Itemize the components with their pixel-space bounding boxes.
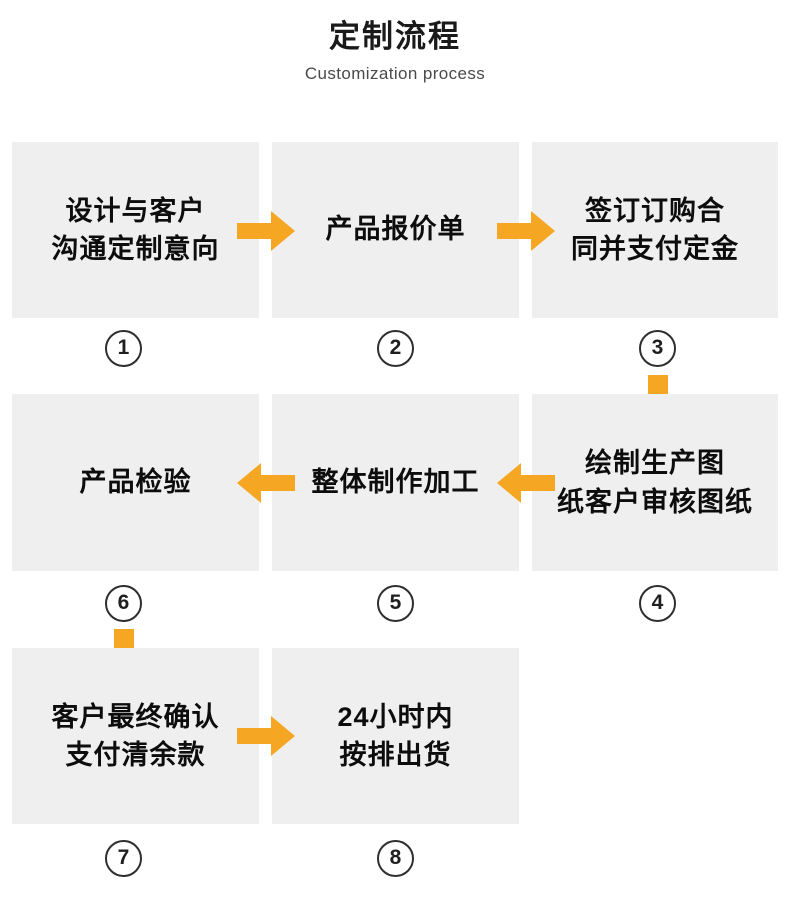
step-label-6: 产品检验 (79, 466, 192, 497)
step-number-1: 1 (105, 330, 142, 367)
arrow-right-step2-to-step3 (497, 211, 555, 251)
step-label-5: 整体制作加工 (311, 466, 480, 497)
step-number-5-value: 5 (389, 591, 402, 614)
step-number-2: 2 (377, 330, 414, 367)
step-label-4: 绘制生产图 纸客户审核图纸 (557, 448, 753, 517)
step-number-2-value: 2 (389, 336, 402, 359)
step-box-4[interactable]: 绘制生产图 纸客户审核图纸 (532, 394, 778, 571)
step-number-7-value: 7 (117, 846, 130, 869)
step-number-5: 5 (377, 585, 414, 622)
step-number-8: 8 (377, 840, 414, 877)
step-label-2: 产品报价单 (325, 214, 466, 245)
step-box-6[interactable]: 产品检验 (12, 394, 259, 571)
step-label-7: 客户最终确认 支付清余款 (51, 701, 220, 770)
step-number-7: 7 (105, 840, 142, 877)
step-label-8: 24小时内 按排出货 (337, 701, 454, 770)
step-number-4-value: 4 (651, 591, 664, 614)
step-label-3: 签订订购合 同并支付定金 (571, 195, 739, 264)
step-number-4: 4 (639, 585, 676, 622)
arrow-right-step7-to-step8 (237, 716, 295, 756)
step-label-1: 设计与客户 沟通定制意向 (51, 195, 220, 264)
step-box-1[interactable]: 设计与客户 沟通定制意向 (12, 142, 259, 318)
arrow-right-step1-to-step2 (237, 211, 295, 251)
step-box-7[interactable]: 客户最终确认 支付清余款 (12, 648, 259, 824)
step-number-3: 3 (639, 330, 676, 367)
step-number-1-value: 1 (117, 336, 130, 359)
step-box-8[interactable]: 24小时内 按排出货 (272, 648, 519, 824)
page-title: 定制流程 (329, 19, 461, 54)
step-box-5[interactable]: 整体制作加工 (272, 394, 519, 571)
step-number-8-value: 8 (389, 846, 402, 869)
step-number-3-value: 3 (651, 336, 664, 359)
step-box-3[interactable]: 签订订购合 同并支付定金 (532, 142, 778, 318)
step-number-6: 6 (105, 585, 142, 622)
header: 定制流程 Customization process (0, 18, 790, 84)
step-number-6-value: 6 (117, 591, 130, 614)
arrow-left-step4-to-step5 (497, 463, 555, 503)
step-box-2[interactable]: 产品报价单 (272, 142, 519, 318)
arrow-left-step5-to-step6 (237, 463, 295, 503)
page-subtitle: Customization process (304, 63, 486, 83)
